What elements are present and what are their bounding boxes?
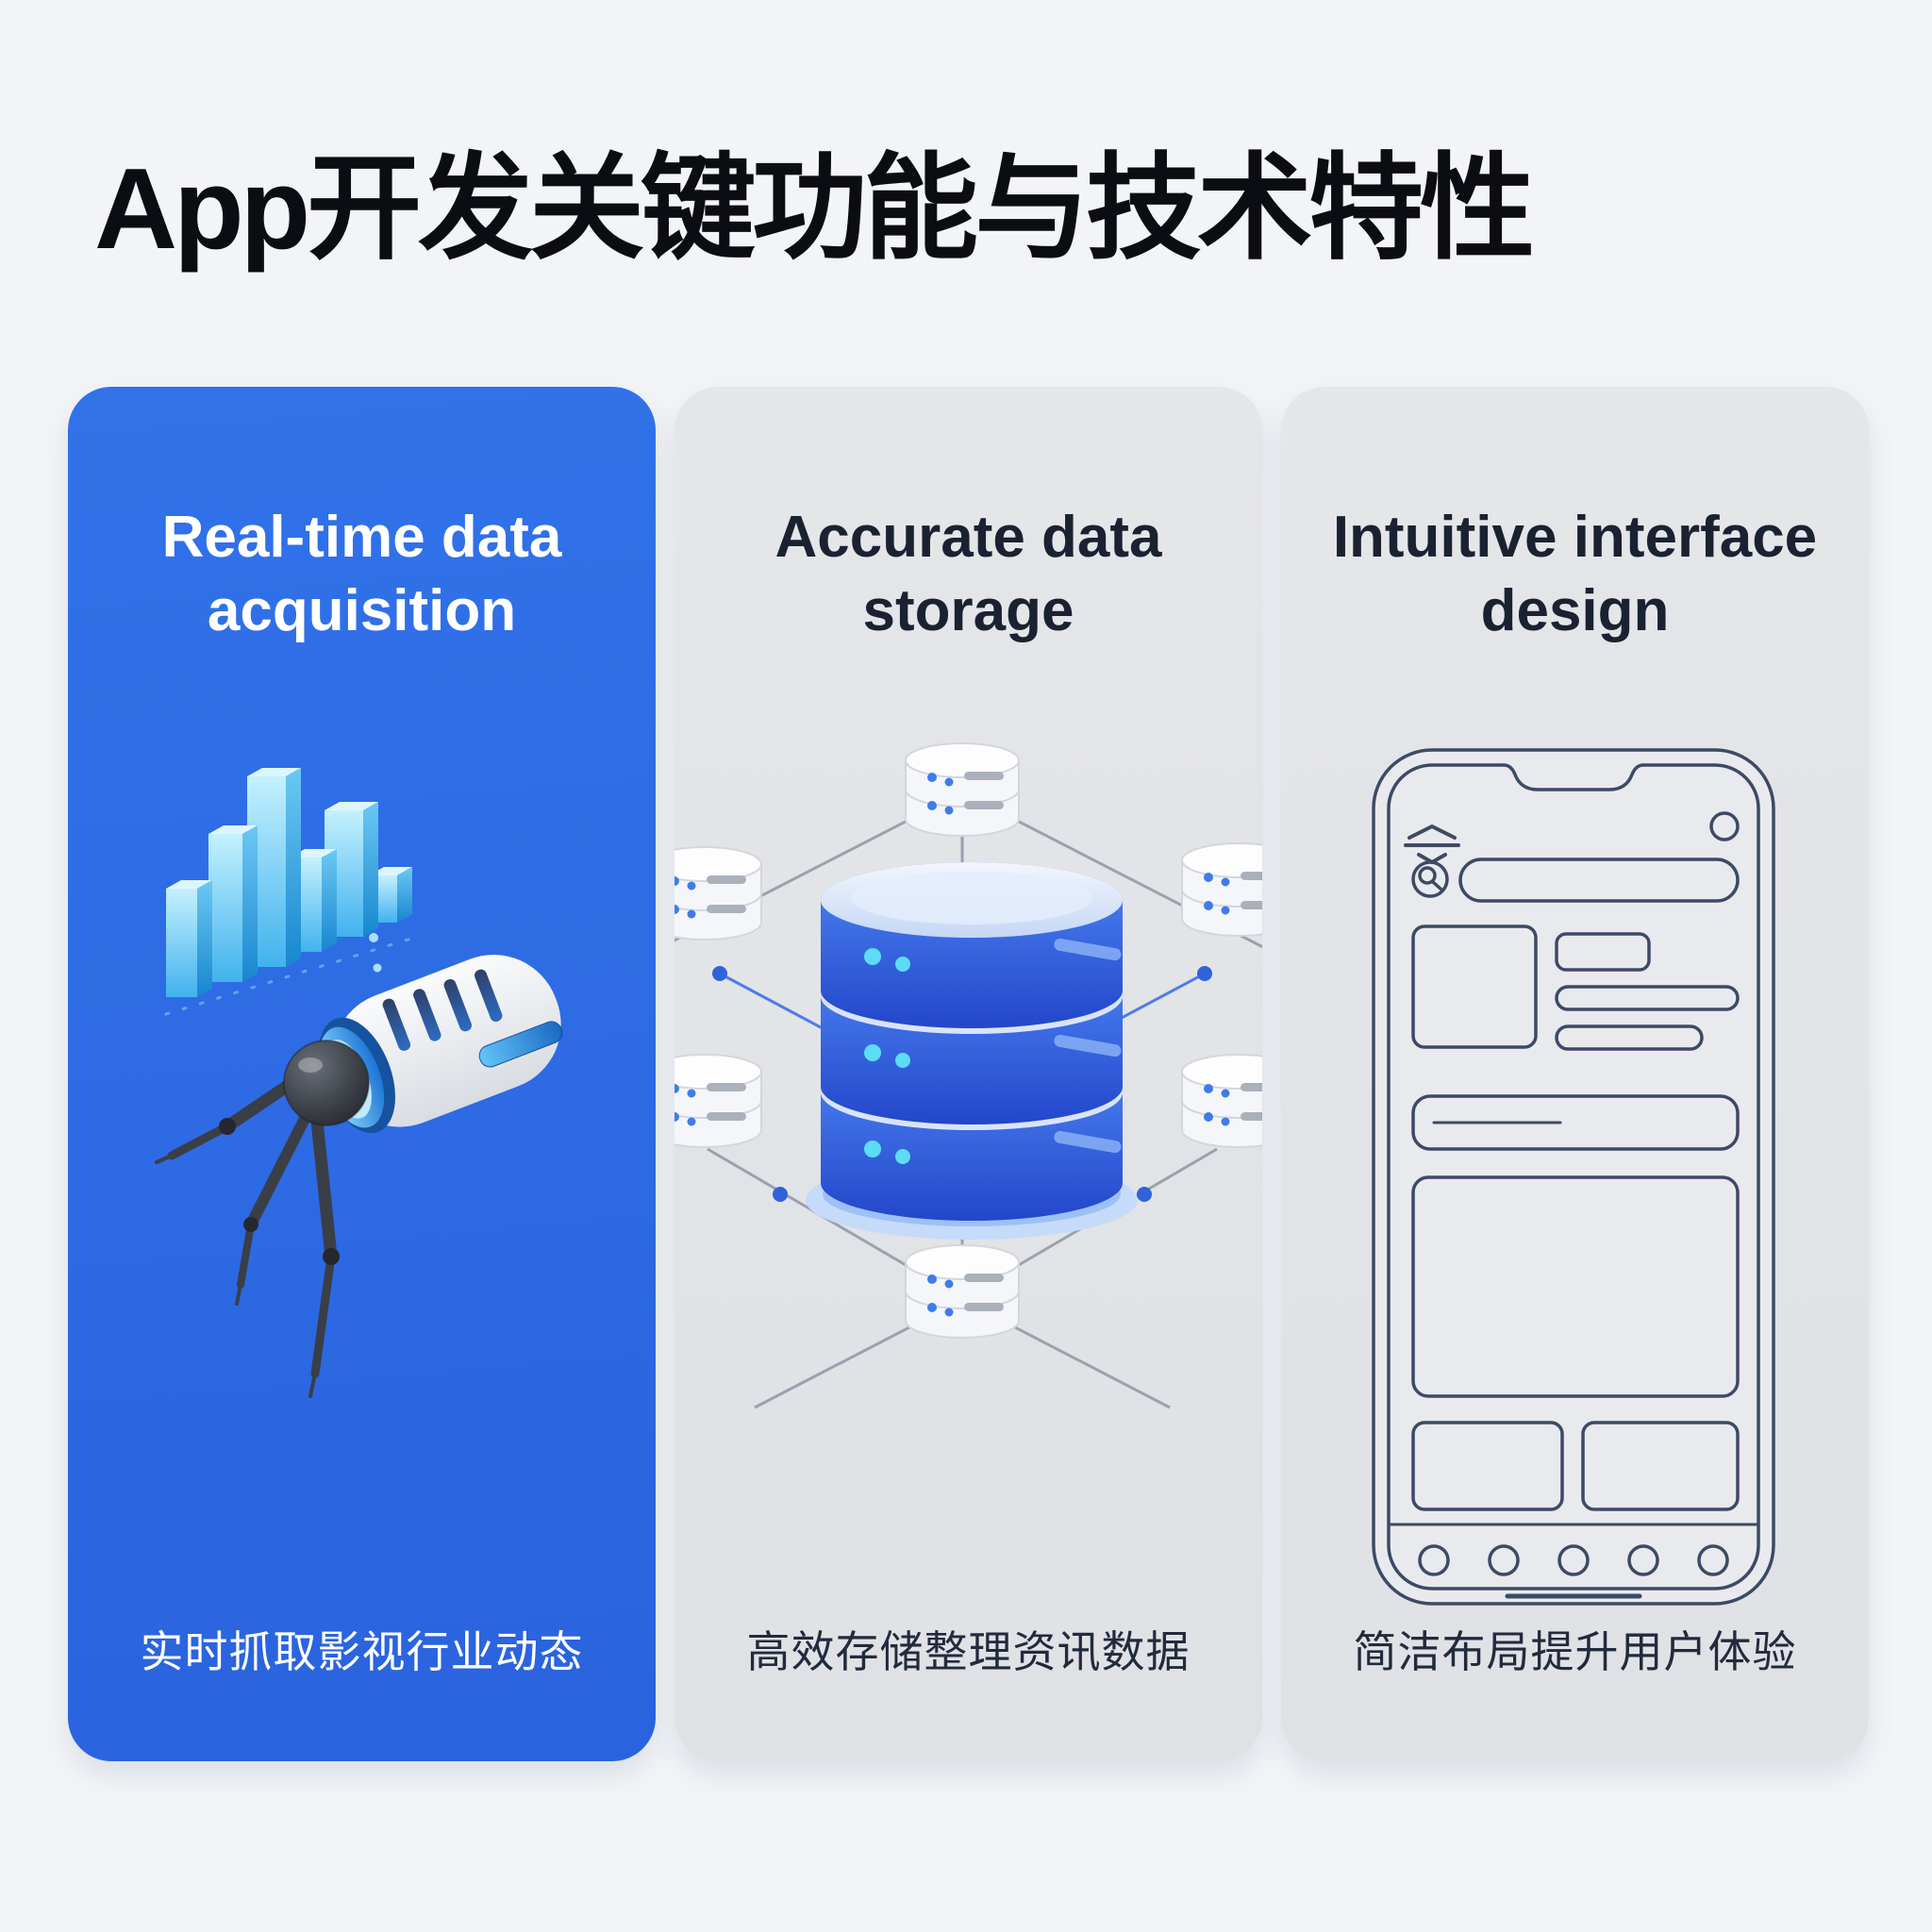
card-intuitive-interface-design: Intuitive interface design [1281, 387, 1869, 1761]
content-block [1411, 1175, 1740, 1398]
tile-right [1581, 1421, 1740, 1511]
network-node-dots [712, 966, 1212, 1202]
isometric-bar-chart-icon [164, 768, 419, 1016]
card-caption: 高效存储整理资讯数据 [746, 1627, 1191, 1676]
crawler-bot-illustration [155, 768, 563, 1398]
list-row [1411, 1094, 1740, 1151]
card-caption: 简洁布局提升用户体验 [1353, 1627, 1797, 1676]
card-accurate-data-storage: Accurate data storage [675, 387, 1262, 1761]
card-caption: 实时抓取影视行业动态 [140, 1627, 584, 1676]
tile-left [1411, 1421, 1564, 1511]
card-heading: Accurate data storage [774, 505, 1162, 644]
avatar-circle-icon [1709, 811, 1740, 841]
search-bar [1458, 858, 1740, 903]
card-heading: Intuitive interface design [1332, 505, 1818, 644]
card-heading: Real-time data acquisition [161, 505, 562, 644]
crawler-robot-icon [155, 955, 563, 1398]
card-realtime-data-acquisition: Real-time data acquisition [68, 387, 656, 1761]
page-title: App开发关键功能与技术特性 [94, 144, 1535, 273]
text-chip [1555, 932, 1651, 972]
phone-wireframe-illustration [1372, 748, 1775, 1606]
feature-cards-row: Real-time data acquisition [68, 387, 1869, 1761]
central-database-icon [806, 862, 1138, 1240]
notch [1502, 763, 1645, 791]
database-network-illustration [675, 742, 1262, 1409]
text-line-long [1555, 985, 1740, 1011]
search-icon [1411, 860, 1449, 898]
image-placeholder [1411, 924, 1538, 1049]
bottom-nav-circles [1418, 1544, 1729, 1576]
text-line-short [1555, 1024, 1704, 1051]
